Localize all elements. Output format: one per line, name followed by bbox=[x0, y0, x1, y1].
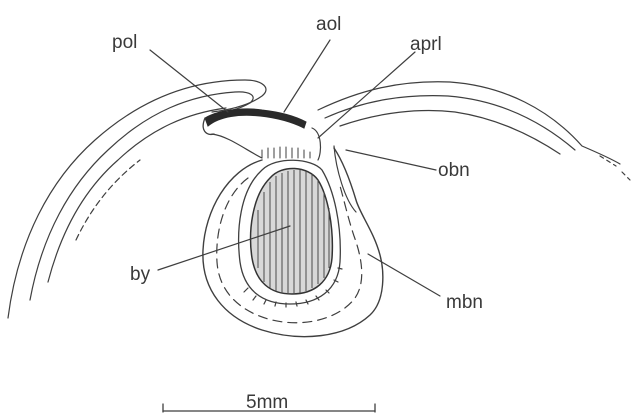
label-aol: aol bbox=[316, 14, 341, 35]
label-aprl: aprl bbox=[410, 34, 442, 55]
label-pol: pol bbox=[112, 32, 137, 53]
leader-mbn bbox=[368, 254, 440, 296]
leader-pol bbox=[150, 50, 228, 112]
yolk-body bbox=[251, 168, 333, 294]
leader-aprl bbox=[318, 52, 415, 138]
label-by: by bbox=[130, 264, 151, 285]
leader-aol bbox=[284, 40, 330, 112]
scale-bar-label: 5mm bbox=[246, 392, 288, 413]
label-mbn: mbn bbox=[446, 292, 483, 313]
label-obn: obn bbox=[438, 160, 470, 181]
leader-obn bbox=[346, 150, 436, 170]
operculum-plate bbox=[203, 109, 306, 134]
